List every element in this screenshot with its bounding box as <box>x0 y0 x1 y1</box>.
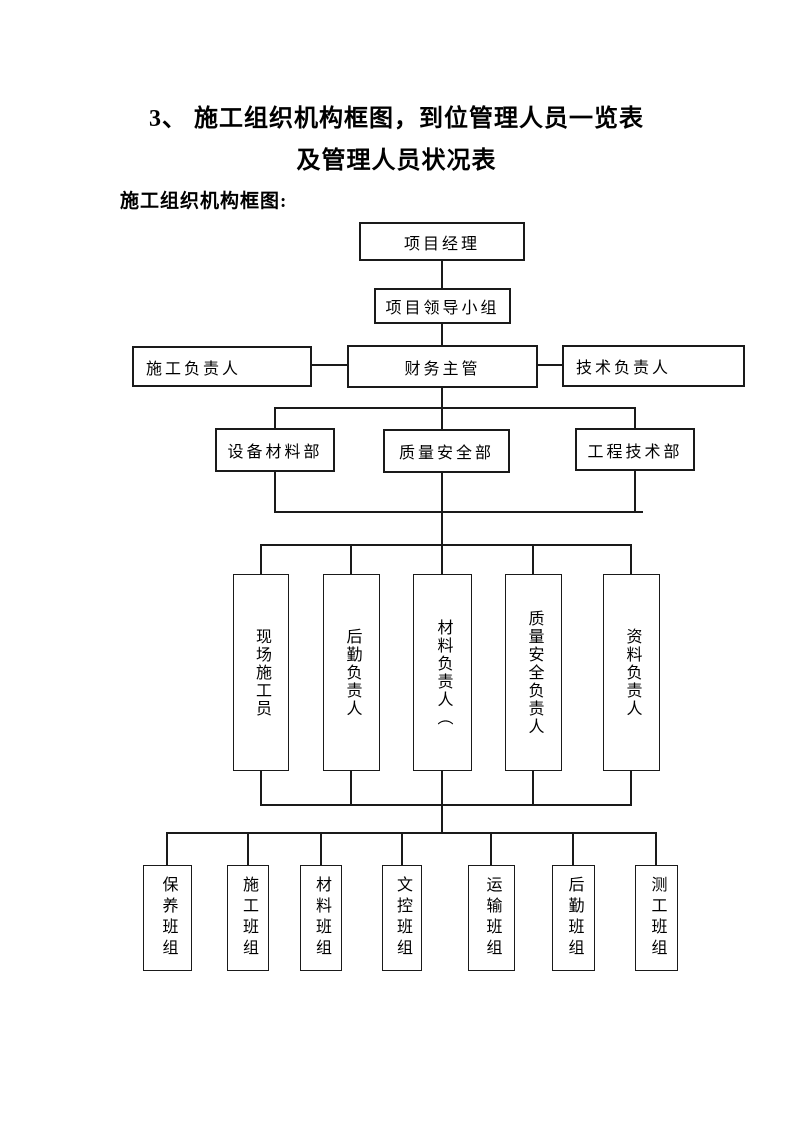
connector-stub-documents-manager <box>630 545 632 574</box>
node-engineering-tech-dept: 工程技术部 <box>575 428 695 471</box>
connector-spine-low <box>441 805 443 833</box>
node-quality-safety-dept: 质量安全部 <box>383 429 510 473</box>
connector-stub-site-constructor <box>260 545 262 574</box>
connector-pm-to-group <box>441 261 443 288</box>
node-doc-control-team: 文控班组 <box>382 865 422 971</box>
connector-documents-manager-down <box>630 771 632 805</box>
connector-finance-down <box>441 388 443 408</box>
connector-stub-logistics-manager <box>350 545 352 574</box>
section-heading: 施工组织机构框图: <box>120 191 288 212</box>
connector-quality-manager-down <box>532 771 534 805</box>
node-quality-safety-manager: 质量安全负责人 <box>505 574 562 771</box>
node-logistics-manager: 后勤负责人 <box>323 574 380 771</box>
connector-stub-logistics-team <box>572 833 574 865</box>
node-technical-lead: 技术负责人 <box>562 345 745 387</box>
node-materials-manager: 材料负责人（ <box>413 574 472 771</box>
node-construction-team: 施工班组 <box>227 865 269 971</box>
connector-stub-quality <box>441 408 443 429</box>
connector-logistics-manager-down <box>350 771 352 805</box>
node-materials-team: 材料班组 <box>300 865 342 971</box>
connector-manager-bus-top <box>260 544 632 546</box>
connector-stub-transport-team <box>490 833 492 865</box>
node-logistics-team: 后勤班组 <box>552 865 595 971</box>
connector-construction-to-finance <box>312 364 347 366</box>
connector-site-constructor-down <box>260 771 262 805</box>
connector-stub-maintenance-team <box>166 833 168 865</box>
connector-materials-manager-down <box>441 771 443 805</box>
connector-engineering-down <box>634 471 636 513</box>
node-survey-team: 测工班组 <box>635 865 678 971</box>
connector-stub-quality-manager <box>532 545 534 574</box>
node-project-manager: 项目经理 <box>359 222 525 261</box>
node-site-constructor: 现场施工员 <box>233 574 289 771</box>
node-equipment-materials-dept: 设备材料部 <box>215 428 335 472</box>
node-construction-lead: 施工负责人 <box>132 346 312 387</box>
connector-stub-materials-manager <box>441 545 443 574</box>
connector-quality-down <box>441 473 443 513</box>
connector-stub-construction-team <box>247 833 249 865</box>
connector-stub-doc-control-team <box>401 833 403 865</box>
connector-stub-equipment <box>274 408 276 428</box>
connector-team-bus <box>166 832 657 834</box>
connector-spine-mid <box>441 513 443 545</box>
connector-stub-engineering <box>634 408 636 428</box>
node-finance-director: 财务主管 <box>347 345 538 388</box>
node-leadership-group: 项目领导小组 <box>374 288 511 324</box>
connector-dept-bus-bottom <box>274 511 643 513</box>
document-title-line1: 3、 施工组织机构框图，到位管理人员一览表 <box>149 106 644 132</box>
connector-equipment-down <box>274 472 276 513</box>
node-maintenance-team: 保养班组 <box>143 865 192 971</box>
connector-stub-survey-team <box>655 833 657 865</box>
node-transport-team: 运输班组 <box>468 865 515 971</box>
connector-stub-materials-team <box>320 833 322 865</box>
connector-dept-bus-top <box>274 407 636 409</box>
connector-manager-bus-bottom <box>260 804 632 806</box>
document-title-line2: 及管理人员状况表 <box>296 148 497 174</box>
connector-finance-to-technical <box>538 364 562 366</box>
connector-group-to-finance <box>441 324 443 345</box>
node-documents-manager: 资料负责人 <box>603 574 660 771</box>
